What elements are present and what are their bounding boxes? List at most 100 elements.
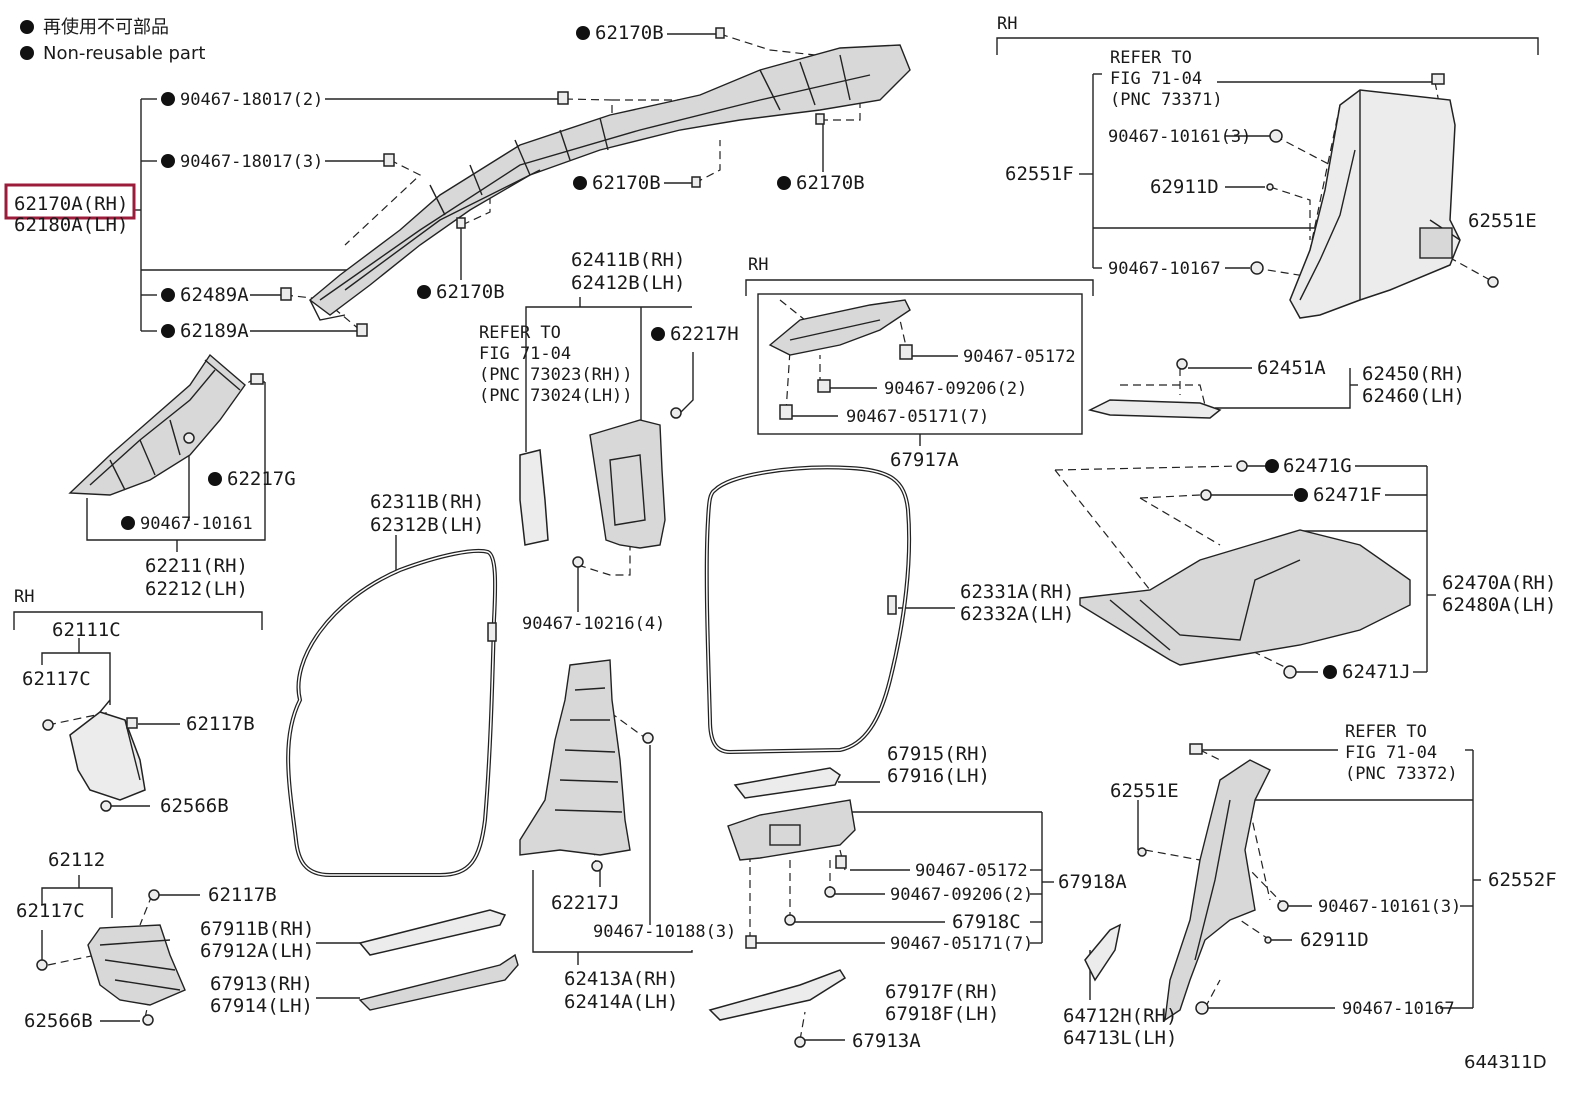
part-label[interactable]: 62551F — [1005, 163, 1074, 185]
clip-icon — [1487, 276, 1499, 288]
part-label[interactable]: 90467-05171(7) — [846, 407, 989, 427]
part-label[interactable]: 90467-10161(3) — [1108, 127, 1251, 147]
part-label[interactable]: 62489A — [180, 284, 249, 306]
front-scuff-plate-part — [358, 909, 519, 1011]
part-label[interactable]: 62170B — [592, 172, 661, 194]
part-label[interactable]: 67918C — [952, 911, 1021, 933]
part-label[interactable]: 62331A(RH) — [960, 581, 1074, 603]
part-label[interactable]: 62312B(LH) — [370, 514, 484, 536]
part-label[interactable]: 67918F(LH) — [885, 1003, 999, 1025]
legend-jp: 再使用不可部品 — [43, 17, 169, 38]
part-label[interactable]: 90467-18017(3) — [180, 152, 323, 172]
clip-icon — [1189, 743, 1203, 755]
part-label[interactable]: 90467-10161(3) — [1318, 897, 1461, 917]
part-label[interactable]: 90467-10161 — [140, 514, 253, 534]
part-label[interactable]: 62460(LH) — [1362, 385, 1465, 407]
clip-icon — [183, 432, 195, 444]
quarter-lower-trim-part — [1079, 529, 1411, 666]
part-label[interactable]: 62566B — [24, 1010, 93, 1032]
svg-text:(PNC 73372): (PNC 73372) — [1345, 764, 1458, 784]
part-label[interactable]: 62170B — [595, 22, 664, 44]
part-label[interactable]: 62111C — [52, 619, 121, 641]
part-label[interactable]: 62471J — [1342, 661, 1411, 683]
part-label[interactable]: 62117B — [186, 713, 255, 735]
center-pillar-lower-garnish-part — [519, 659, 631, 856]
part-label[interactable]: 90467-05171(7) — [890, 934, 1033, 954]
part-label[interactable]: 62480A(LH) — [1442, 594, 1556, 616]
clip-icon — [142, 1014, 154, 1026]
part-label[interactable]: 62412B(LH) — [571, 272, 685, 294]
refer-note-73023: REFER TO FIG 71-04 (PNC 73023(RH)) (PNC … — [479, 323, 633, 406]
part-label[interactable]: 62211(RH) — [145, 555, 248, 577]
clip-icon — [824, 886, 836, 898]
rear-scuff-inner-part — [768, 299, 913, 420]
part-label[interactable]: 90467-10216(4) — [522, 614, 665, 634]
part-label[interactable]: 67917F(RH) — [885, 981, 999, 1003]
part-label[interactable]: 62180A(LH) — [14, 214, 128, 236]
part-label[interactable]: 67913(RH) — [210, 973, 313, 995]
part-label-highlighted[interactable]: 62170A(RH) — [14, 193, 128, 215]
rh-bracket — [996, 37, 1539, 55]
cowl-side-trim-upper-part — [69, 699, 146, 801]
part-label[interactable]: 67915(RH) — [887, 743, 990, 765]
part-label[interactable]: 62551E — [1468, 210, 1537, 232]
part-label[interactable]: 67913A — [852, 1030, 921, 1052]
part-label[interactable]: 67912A(LH) — [200, 940, 314, 962]
figure-id: 644311D — [1464, 1052, 1547, 1073]
part-label[interactable]: 62411B(RH) — [571, 249, 685, 271]
part-label[interactable]: 90467-10188(3) — [593, 922, 736, 942]
clip-icon — [383, 153, 395, 167]
svg-text:REFER TO: REFER TO — [1345, 722, 1427, 742]
part-label[interactable]: 90467-18017(2) — [180, 90, 323, 110]
part-label[interactable]: 62451A — [1257, 357, 1326, 379]
legend-en: Non-reusable part — [43, 43, 205, 64]
part-label[interactable]: 62112 — [48, 849, 105, 871]
part-label[interactable]: 62217H — [670, 323, 739, 345]
clip-icon — [572, 556, 584, 568]
part-label[interactable]: 62117C — [22, 668, 91, 690]
part-label[interactable]: 62117B — [208, 884, 277, 906]
part-label[interactable]: 62450(RH) — [1362, 363, 1465, 385]
part-label[interactable]: 64712H(RH) — [1063, 1005, 1177, 1027]
rear-weatherstrip-part — [704, 465, 912, 755]
part-label[interactable]: 90467-05172 — [915, 861, 1028, 881]
part-label[interactable]: 62332A(LH) — [960, 603, 1074, 625]
part-label[interactable]: 90467-10167 — [1342, 999, 1455, 1019]
clip-icon — [557, 91, 569, 105]
part-label[interactable]: 62212(LH) — [145, 578, 248, 600]
part-label[interactable]: 62551E — [1110, 780, 1179, 802]
part-label[interactable]: 62170B — [436, 281, 505, 303]
part-label[interactable]: 62470A(RH) — [1442, 572, 1556, 594]
part-label[interactable]: 62911D — [1150, 176, 1219, 198]
part-label[interactable]: 62471F — [1313, 484, 1382, 506]
part-label[interactable]: 62311B(RH) — [370, 491, 484, 513]
part-label[interactable]: 62189A — [180, 320, 249, 342]
part-label[interactable]: 62217G — [227, 468, 296, 490]
part-label[interactable]: 62170B — [796, 172, 865, 194]
part-label[interactable]: 90467-10167 — [1108, 259, 1221, 279]
clip-icon — [100, 800, 112, 812]
part-label[interactable]: 90467-09206(2) — [884, 379, 1027, 399]
part-label[interactable]: 67918A — [1058, 871, 1127, 893]
part-label[interactable]: 62217J — [551, 892, 620, 914]
part-label[interactable]: 62471G — [1283, 455, 1352, 477]
clip-icon — [126, 717, 138, 729]
part-label[interactable]: 62117C — [16, 900, 85, 922]
part-label[interactable]: 90467-05172 — [963, 347, 1076, 367]
part-label[interactable]: 62414A(LH) — [564, 991, 678, 1013]
part-label[interactable]: 67916(LH) — [887, 765, 990, 787]
part-label[interactable]: 62413A(RH) — [564, 968, 678, 990]
clip-icon — [691, 176, 701, 188]
part-label[interactable]: 90467-09206(2) — [890, 885, 1033, 905]
clip-icon — [1195, 1001, 1209, 1015]
part-label[interactable]: 62566B — [160, 795, 229, 817]
part-label[interactable]: 67911B(RH) — [200, 918, 314, 940]
part-label[interactable]: 64713L(LH) — [1063, 1027, 1177, 1049]
legend: 再使用不可部品 Non-reusable part — [20, 17, 205, 64]
part-label[interactable]: 67914(LH) — [210, 995, 313, 1017]
svg-text:FIG 71-04: FIG 71-04 — [1345, 743, 1437, 763]
part-label[interactable]: 62911D — [1300, 929, 1369, 951]
part-label[interactable]: 62552F — [1488, 869, 1557, 891]
part-label[interactable]: 67917A — [890, 449, 959, 471]
